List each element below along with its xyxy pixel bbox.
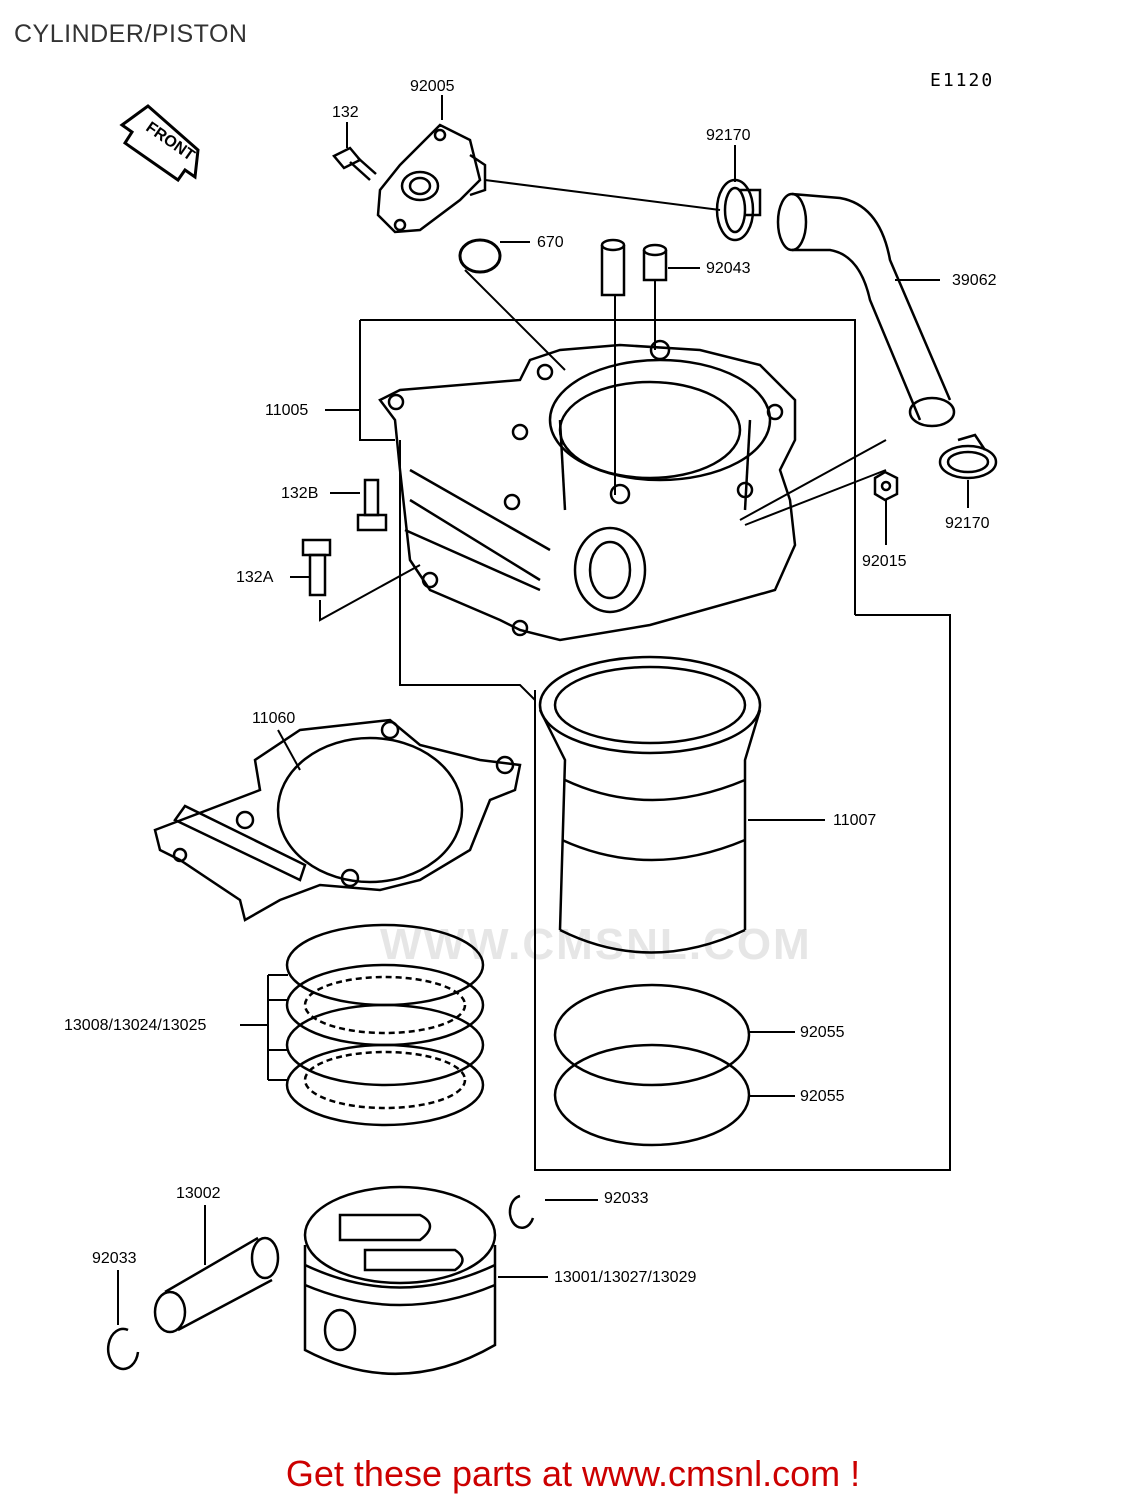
label-11007: 11007 [833, 812, 877, 829]
piston-pin-icon [153, 1236, 280, 1334]
label-92005: 92005 [410, 78, 455, 95]
label-92055-a: 92055 [800, 1024, 845, 1041]
label-132a: 132A [236, 569, 274, 586]
leader-lines [117, 95, 969, 1325]
label-92033-left: 92033 [92, 1250, 137, 1267]
nut-92015-icon [873, 470, 899, 502]
footer-link[interactable]: Get these parts at www.cmsnl.com ! [285, 1453, 861, 1494]
label-92033-right: 92033 [604, 1190, 649, 1207]
label-132b: 132B [281, 485, 319, 502]
label-13002: 13002 [176, 1185, 221, 1202]
page-title: CYLINDER/PISTON [14, 20, 248, 48]
label-92055-b: 92055 [800, 1088, 845, 1105]
label-39062: 39062 [952, 272, 997, 289]
circlip-right-icon [508, 1194, 535, 1229]
bolt-132-icon [332, 146, 377, 181]
bolt-132b-icon [356, 478, 388, 532]
hose-clamp-right-icon [938, 433, 998, 480]
label-92170-top: 92170 [706, 127, 751, 144]
o-ring-670-icon [458, 238, 502, 274]
piston-rings-icon [285, 923, 485, 1127]
assembly-frame-lines [319, 280, 951, 1171]
label-11060: 11060 [252, 710, 296, 727]
head-gasket-icon [153, 718, 522, 922]
label-11005: 11005 [265, 402, 309, 419]
diagram-code: E1120 [930, 70, 995, 91]
water-fitting-icon [376, 123, 487, 234]
label-92170-right: 92170 [945, 515, 990, 532]
dowel-pins-icon [600, 238, 668, 297]
circlip-left-icon [106, 1327, 140, 1371]
piston-icon [303, 1185, 497, 1376]
bolt-132a-icon [301, 538, 332, 597]
water-hose-icon [776, 192, 956, 428]
o-ring-92055-a-icon [553, 983, 751, 1087]
label-13001-13027-13029: 13001/13027/13029 [554, 1269, 697, 1286]
label-13008-13024-13025: 13008/13024/13025 [64, 1017, 207, 1034]
label-132: 132 [332, 104, 359, 121]
cylinder-sleeve-icon [538, 655, 762, 954]
front-arrow-icon: FRONT [119, 104, 200, 183]
label-670: 670 [537, 234, 564, 251]
label-92015: 92015 [862, 553, 907, 570]
cylinder-block-icon [378, 339, 797, 642]
o-ring-92055-b-icon [553, 1043, 751, 1147]
hose-clamp-icon [715, 178, 762, 242]
label-92043: 92043 [706, 260, 751, 277]
